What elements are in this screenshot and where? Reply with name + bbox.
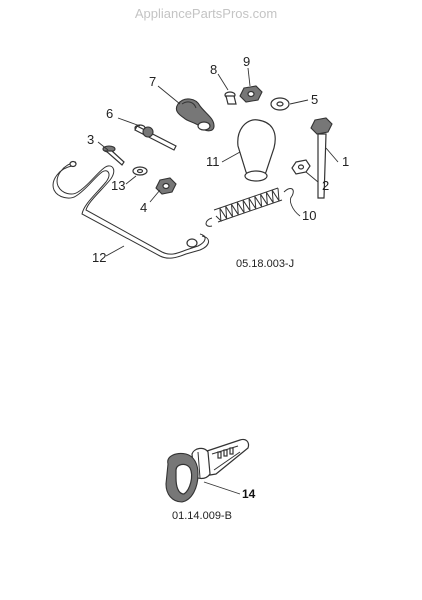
part-13-washer[interactable]	[132, 166, 148, 176]
callout-12: 12	[92, 250, 106, 265]
part-9-nut[interactable]	[239, 85, 263, 103]
callout-1: 1	[342, 154, 349, 169]
strip-teeth	[217, 447, 234, 459]
callout-6: 6	[106, 106, 113, 121]
part-10-spring[interactable]	[205, 187, 294, 227]
part-14-handle[interactable]	[165, 438, 250, 503]
part-5-washer[interactable]	[270, 97, 290, 111]
callout-8: 8	[210, 62, 217, 77]
part-6-shaft[interactable]	[134, 124, 177, 151]
callout-2: 2	[322, 178, 329, 193]
part-11-knob[interactable]	[237, 119, 276, 182]
callout-7: 7	[149, 74, 156, 89]
callout-14: 14	[242, 487, 256, 501]
callout-10: 10	[302, 208, 316, 223]
part-4-nut[interactable]	[155, 177, 177, 195]
part-8-pin[interactable]	[224, 91, 237, 105]
part-12-wire-rod[interactable]	[52, 160, 209, 259]
leader-lines	[97, 67, 339, 495]
part-3-screw[interactable]	[102, 145, 125, 166]
callout-9: 9	[243, 54, 250, 69]
callout-13: 13	[111, 178, 125, 193]
callout-3: 3	[87, 132, 94, 147]
diagram-code-lower: 01.14.009-B	[172, 510, 232, 522]
watermark-text: AppliancePartsPros.com	[135, 6, 277, 21]
part-1-bolt[interactable]	[310, 117, 333, 199]
callout-labels: 1 2 3 4 5 6 7 8 9 10 11 12 13 14	[87, 54, 349, 501]
diagram-code-upper: 05.18.003-J	[236, 258, 294, 270]
part-2-nut[interactable]	[291, 159, 311, 175]
callout-11: 11	[206, 154, 220, 169]
part-7-bracket[interactable]	[175, 98, 215, 132]
callout-5: 5	[311, 92, 318, 107]
callout-4: 4	[140, 200, 147, 215]
